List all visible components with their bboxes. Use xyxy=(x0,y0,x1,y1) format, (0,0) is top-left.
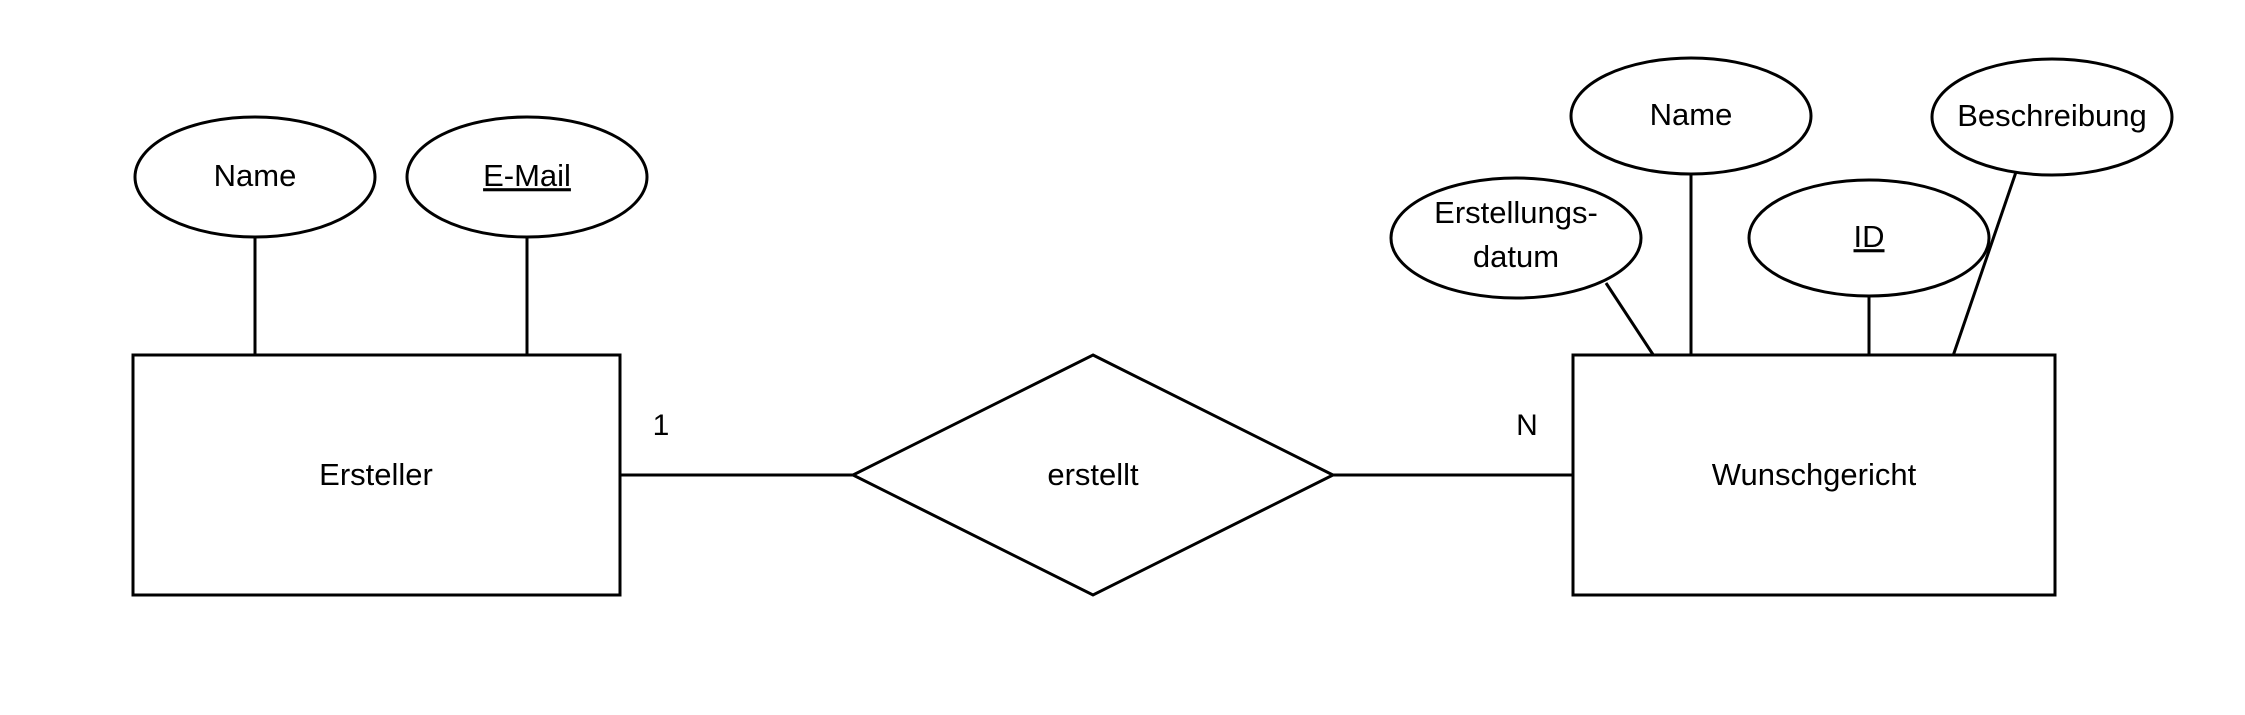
entity-ersteller-label: Ersteller xyxy=(319,457,433,492)
attribute-wunschgericht-id[interactable]: ID xyxy=(1747,178,1991,298)
relationship-erstellt-label: erstellt xyxy=(1047,457,1139,492)
cardinality-left-1: 1 xyxy=(653,409,670,442)
connector-group xyxy=(253,171,2018,477)
attribute-wunschgericht-erstellungsdatum[interactable]: Erstellungs- datum xyxy=(1389,176,1643,300)
attribute-ersteller-email[interactable]: E-Mail xyxy=(405,115,649,239)
entity-wunschgericht-label: Wunschgericht xyxy=(1712,457,1917,492)
attribute-wunschgericht-beschreibung-label: Beschreibung xyxy=(1957,98,2147,133)
attribute-wunschgericht-name-ellipse[interactable] xyxy=(1569,56,1813,176)
cardinality-right-n: N xyxy=(1516,409,1538,442)
entity-wunschgericht[interactable]: Wunschgericht xyxy=(1571,353,2057,597)
attribute-wunschgericht-id-ellipse[interactable] xyxy=(1747,178,1991,298)
entity-wunschgericht-box[interactable] xyxy=(1571,353,2057,597)
attribute-ersteller-name-label: Name xyxy=(214,158,297,193)
attribute-ersteller-email-label: E-Mail xyxy=(483,158,571,193)
connector-wunschgericht-beschreibung xyxy=(1951,171,2018,357)
attribute-wunschgericht-name[interactable]: Name xyxy=(1569,56,1813,176)
relationship-erstellt-diamond[interactable] xyxy=(849,353,1337,597)
attribute-wunschgericht-id-label: ID xyxy=(1854,219,1885,254)
attribute-wunschgericht-beschreibung-ellipse[interactable] xyxy=(1930,57,2174,177)
attribute-wunschgericht-erstellungsdatum-line1: Erstellungs- xyxy=(1434,195,1598,230)
entity-ersteller-box[interactable] xyxy=(131,353,622,597)
attribute-wunschgericht-beschreibung[interactable]: Beschreibung xyxy=(1930,57,2174,177)
relationship-erstellt[interactable]: erstellt xyxy=(849,353,1337,597)
connector-wunschgericht-erstellungsdatum xyxy=(1604,282,1656,357)
attribute-ersteller-name-ellipse[interactable] xyxy=(133,115,377,239)
attribute-ersteller-email-ellipse[interactable] xyxy=(405,115,649,239)
attribute-ersteller-name[interactable]: Name xyxy=(133,115,377,239)
attribute-wunschgericht-erstellungsdatum-ellipse[interactable] xyxy=(1389,176,1643,300)
entity-ersteller[interactable]: Ersteller xyxy=(131,353,622,597)
attribute-wunschgericht-erstellungsdatum-line2: datum xyxy=(1473,239,1559,274)
attribute-wunschgericht-name-label: Name xyxy=(1650,97,1733,132)
